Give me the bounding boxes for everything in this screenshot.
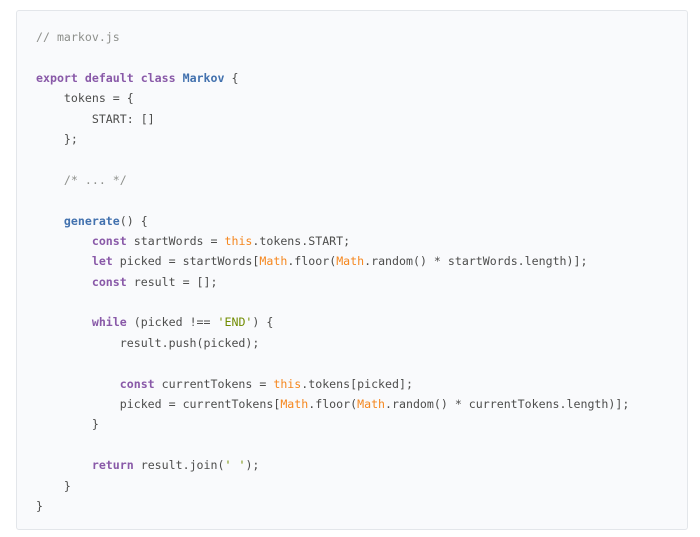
code-token-kw: const xyxy=(91,233,127,248)
code-token-kw: let xyxy=(91,254,113,269)
code-block: // markov.js export default class Markov … xyxy=(16,10,688,530)
code-token-plain: picked = startWords[ xyxy=(112,254,260,269)
code-line: while (picked !== 'END') { xyxy=(36,312,629,332)
code-line: tokens = { xyxy=(36,88,629,108)
code-token-plain xyxy=(36,275,92,289)
code-token-kw: while xyxy=(91,315,127,330)
code-token-plain: .random() * startWords.length)]; xyxy=(364,254,588,269)
code-token-string: ' ' xyxy=(224,458,246,473)
code-line: }; xyxy=(36,129,629,149)
code-token-plain xyxy=(36,458,92,472)
code-token-plain: }; xyxy=(36,131,78,146)
code-line: picked = currentTokens[Math.floor(Math.r… xyxy=(36,394,630,414)
code-line: // markov.js xyxy=(36,27,629,47)
code-token-plain: START: [] xyxy=(36,111,155,126)
code-line: const startWords = this.tokens.START; xyxy=(36,231,629,251)
code-token-name: generate xyxy=(63,213,120,228)
code-line: START: [] xyxy=(36,109,629,129)
code-token-plain: .tokens[picked]; xyxy=(301,376,413,391)
code-line: generate() { xyxy=(36,211,629,231)
code-token-builtin: this xyxy=(273,376,302,391)
code-token-plain: } xyxy=(36,498,43,513)
code-line: } xyxy=(36,414,629,434)
code-token-plain xyxy=(36,254,92,268)
code-line: } xyxy=(36,496,629,516)
code-token-builtin: Math xyxy=(336,254,365,269)
code-token-plain xyxy=(36,377,120,391)
code-line: export default class Markov { xyxy=(36,68,629,88)
code-content: // markov.js export default class Markov … xyxy=(36,27,629,516)
code-token-name: Markov xyxy=(182,70,225,85)
code-token-builtin: Math xyxy=(280,397,309,412)
code-token-builtin: this xyxy=(224,233,253,248)
code-token-kw: return xyxy=(91,458,134,473)
code-line: let picked = startWords[Math.floor(Math.… xyxy=(36,251,629,271)
code-line xyxy=(36,190,629,210)
code-token-builtin: Math xyxy=(259,254,288,269)
code-token-string: 'END' xyxy=(217,315,253,330)
code-token-plain: tokens = { xyxy=(36,91,134,106)
code-token-plain: } xyxy=(36,478,71,493)
code-token-plain: result.push(picked); xyxy=(36,335,260,350)
code-line: const currentTokens = this.tokens[picked… xyxy=(36,374,629,394)
code-token-comment: // markov.js xyxy=(36,30,120,44)
code-token-plain: .floor( xyxy=(287,254,337,269)
code-token-plain: result = []; xyxy=(126,274,218,289)
code-token-plain: .random() * currentTokens.length)]; xyxy=(385,397,630,412)
code-line: /* ... */ xyxy=(36,170,629,190)
code-line xyxy=(36,353,629,373)
code-token-plain xyxy=(36,234,92,248)
code-token-plain: result.join( xyxy=(133,458,225,473)
code-line: } xyxy=(36,476,629,496)
code-line: const result = []; xyxy=(36,272,629,292)
code-token-kw: export default class xyxy=(36,70,183,85)
code-token-plain: currentTokens = xyxy=(154,376,274,391)
code-line xyxy=(36,435,629,455)
code-token-comment: /* ... */ xyxy=(36,172,127,187)
code-token-plain xyxy=(36,214,64,228)
code-token-plain xyxy=(36,315,92,329)
code-token-kw: const xyxy=(119,376,155,391)
code-token-plain: .tokens.START; xyxy=(252,233,351,248)
code-token-plain: (picked !== xyxy=(126,315,218,330)
code-token-plain: .floor( xyxy=(308,397,358,412)
code-token-plain: picked = currentTokens[ xyxy=(36,397,281,412)
code-token-plain: } xyxy=(36,417,99,432)
code-token-builtin: Math xyxy=(357,397,386,412)
code-token-plain: startWords = xyxy=(126,233,225,248)
code-token-kw: const xyxy=(91,274,127,289)
code-line: result.push(picked); xyxy=(36,333,629,353)
code-line xyxy=(36,149,629,169)
code-line xyxy=(36,47,629,67)
code-token-plain: ); xyxy=(245,458,260,473)
code-token-plain: { xyxy=(224,70,239,85)
code-token-plain: () { xyxy=(119,213,148,228)
code-token-plain: ) { xyxy=(252,315,274,330)
code-line: return result.join(' '); xyxy=(36,455,629,475)
code-line xyxy=(36,292,629,312)
